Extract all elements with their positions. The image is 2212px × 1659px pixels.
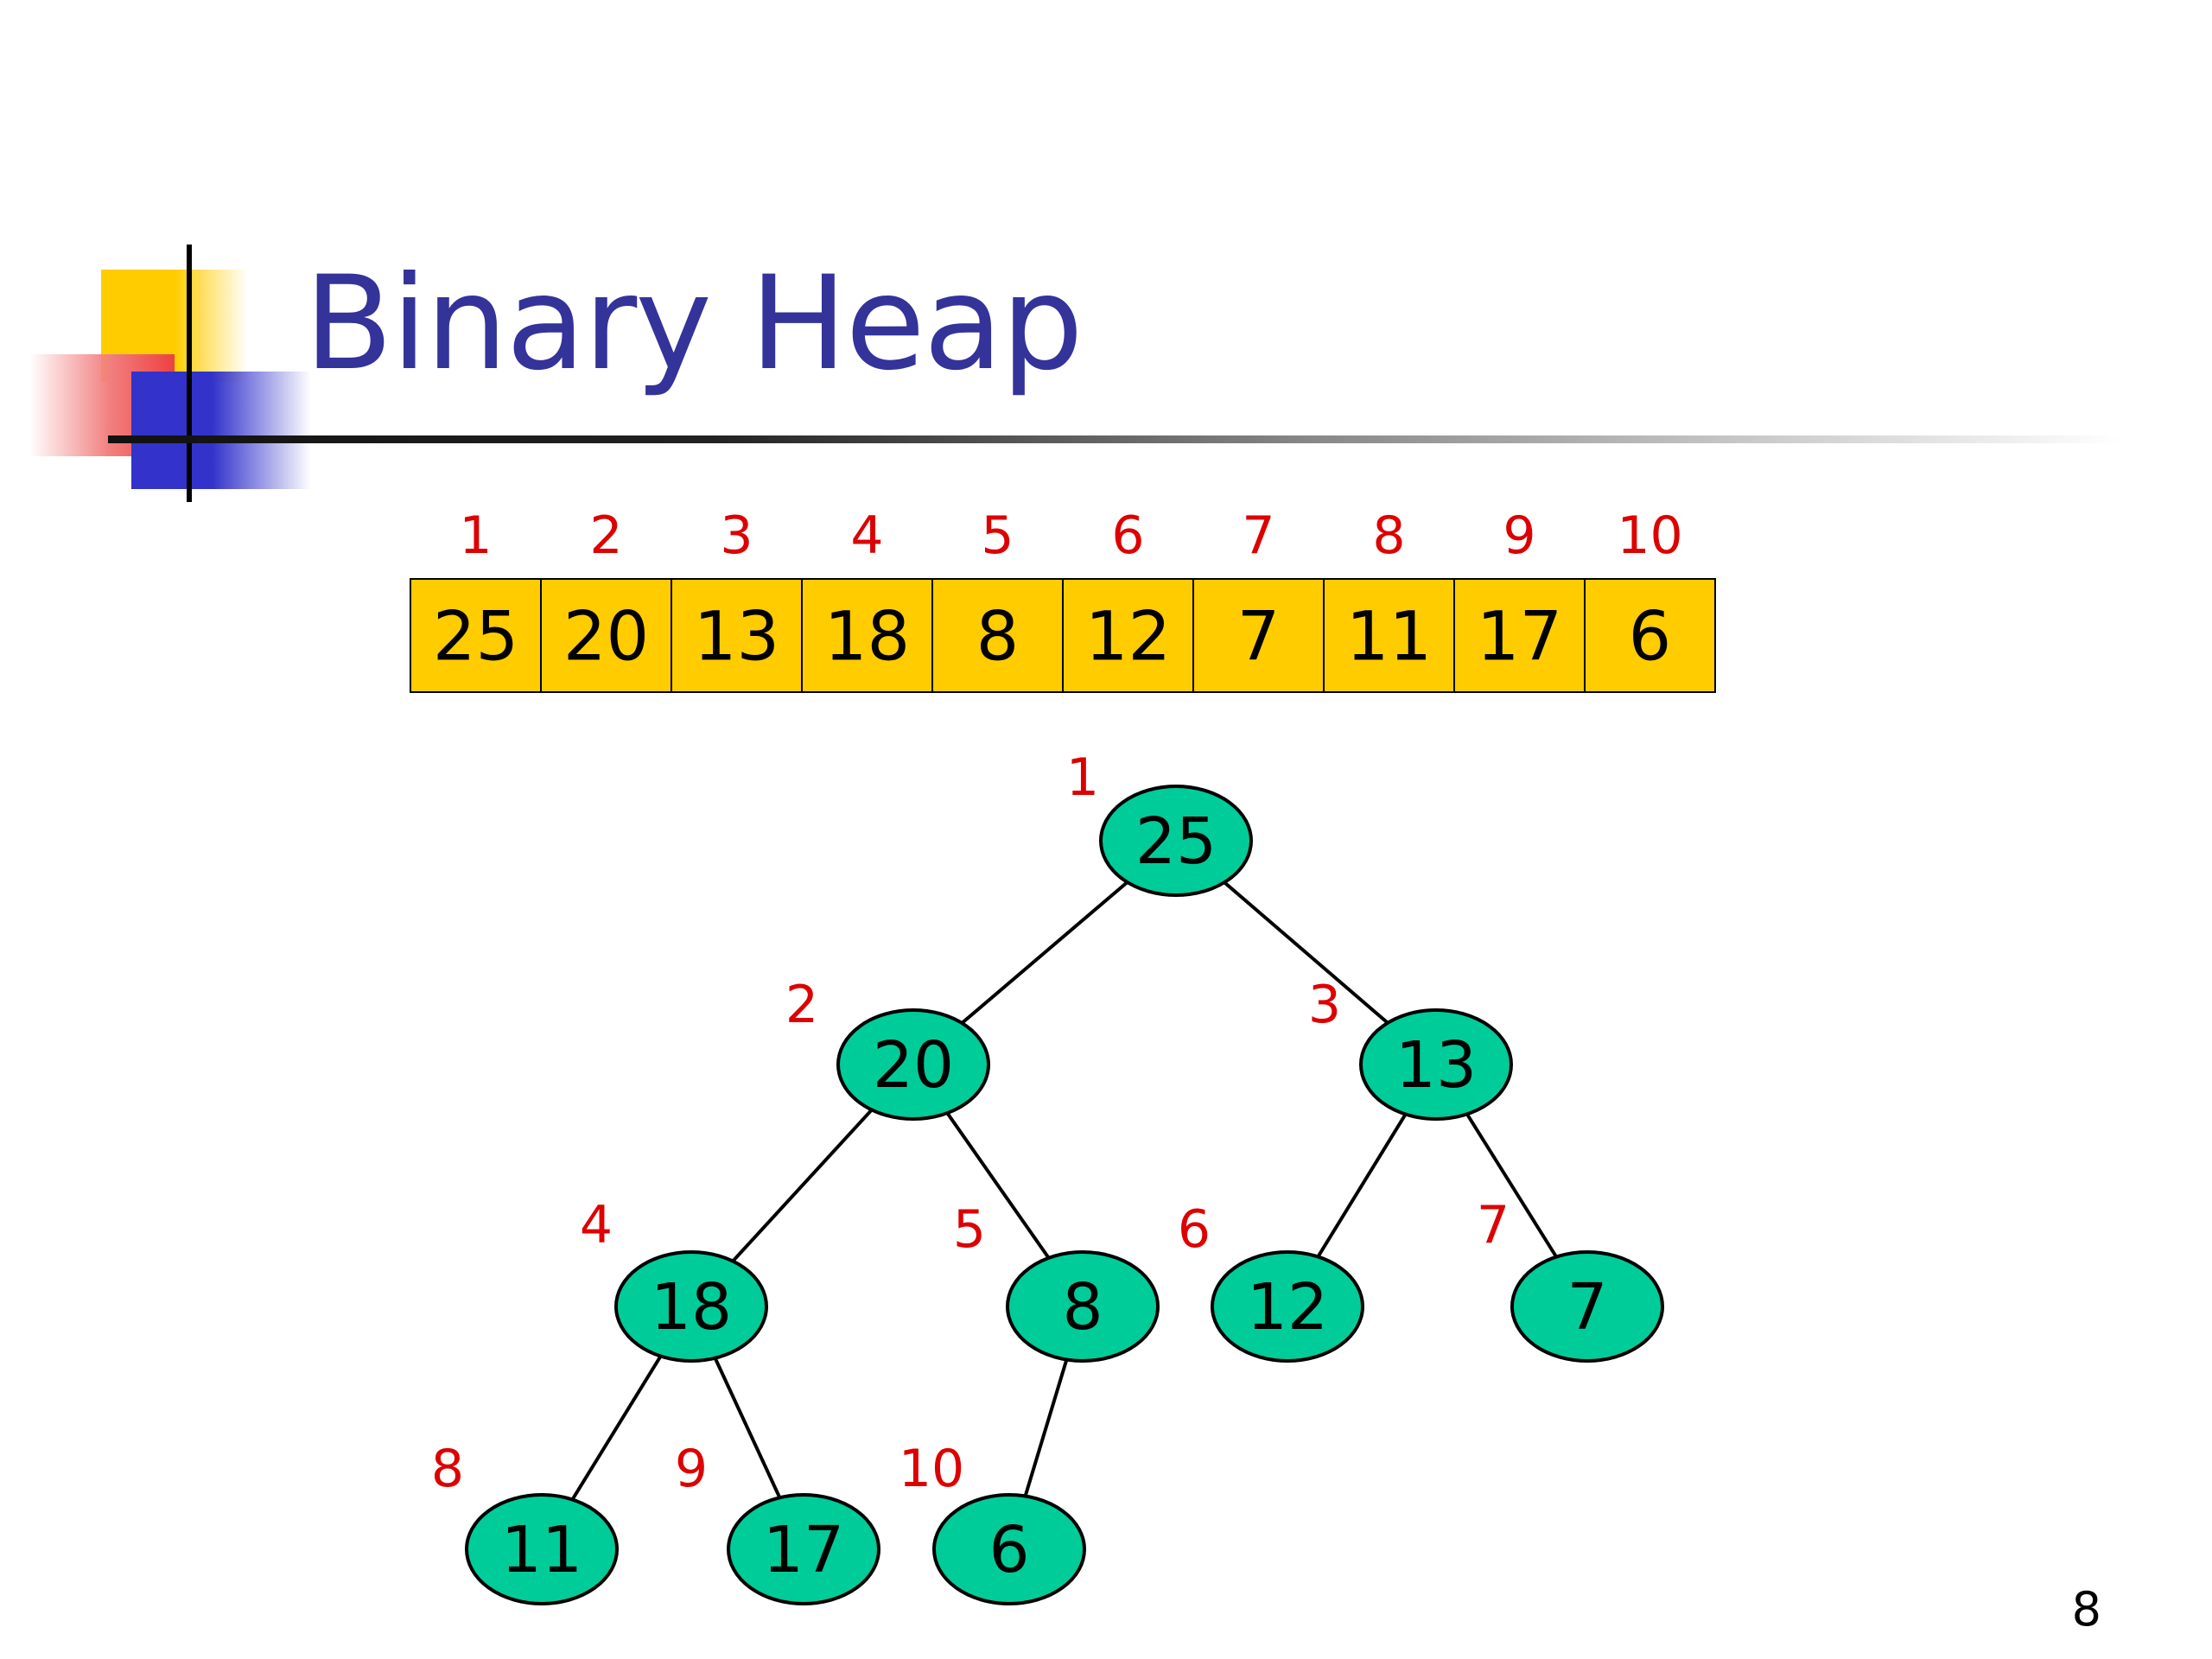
array-index-label: 7	[1242, 505, 1274, 566]
array-cell-value: 11	[1346, 599, 1432, 677]
tree-node-index: 1	[1066, 747, 1099, 808]
array-cell-value: 12	[1085, 599, 1171, 677]
tree-node-value: 17	[763, 1513, 844, 1587]
tree-node-index: 8	[431, 1439, 464, 1499]
tree-node-index: 3	[1308, 975, 1341, 1035]
tree-node-index: 4	[580, 1195, 613, 1255]
array-cell-value: 6	[1629, 599, 1672, 677]
array-cell-value: 17	[1477, 599, 1562, 677]
tree-node-value: 11	[501, 1513, 582, 1587]
tree-node-value: 6	[988, 1513, 1029, 1587]
tree-node-value: 13	[1395, 1028, 1477, 1103]
tree-node-index: 6	[1178, 1199, 1211, 1260]
array-index-label: 9	[1503, 505, 1535, 566]
array-index-label: 10	[1617, 505, 1682, 566]
tree-node-value: 7	[1567, 1270, 1607, 1344]
array-cell-value: 13	[694, 599, 779, 677]
array-index-label: 1	[459, 505, 492, 566]
array-cell-value: 7	[1237, 599, 1281, 677]
array-cell-value: 8	[976, 599, 1020, 677]
tree-node-index: 10	[899, 1439, 964, 1499]
array-index-label: 2	[589, 505, 622, 566]
tree-node-value: 12	[1247, 1270, 1328, 1344]
tree-node-index: 2	[785, 975, 818, 1035]
tree-node-index: 7	[1477, 1195, 1510, 1255]
array-cell-value: 25	[433, 599, 518, 677]
array-cell-value: 18	[824, 599, 910, 677]
page-number: 8	[2072, 1582, 2101, 1637]
array-representation: 25 1 20 2 13 3 18 4 8 5 12 6 7 7 11 8 17 9 6 10	[410, 505, 1715, 692]
tree-node-index: 5	[953, 1199, 986, 1260]
array-index-label: 6	[1111, 505, 1144, 566]
tree-node-index: 9	[675, 1439, 708, 1499]
tree-node-value: 8	[1062, 1270, 1103, 1344]
array-cell-value: 20	[563, 599, 649, 677]
array-index-label: 5	[981, 505, 1014, 566]
tree-node-value: 20	[873, 1028, 954, 1103]
tree-node-value: 25	[1135, 804, 1217, 879]
array-index-label: 8	[1372, 505, 1405, 566]
tree-node-value: 18	[651, 1270, 732, 1344]
array-index-label: 4	[850, 505, 883, 566]
tree-nodes: 25 1 20 2 13 3 18 4 8 5 12 6 77 11 8 17 9 6 10	[431, 747, 1662, 1604]
array-index-label: 3	[720, 505, 753, 566]
